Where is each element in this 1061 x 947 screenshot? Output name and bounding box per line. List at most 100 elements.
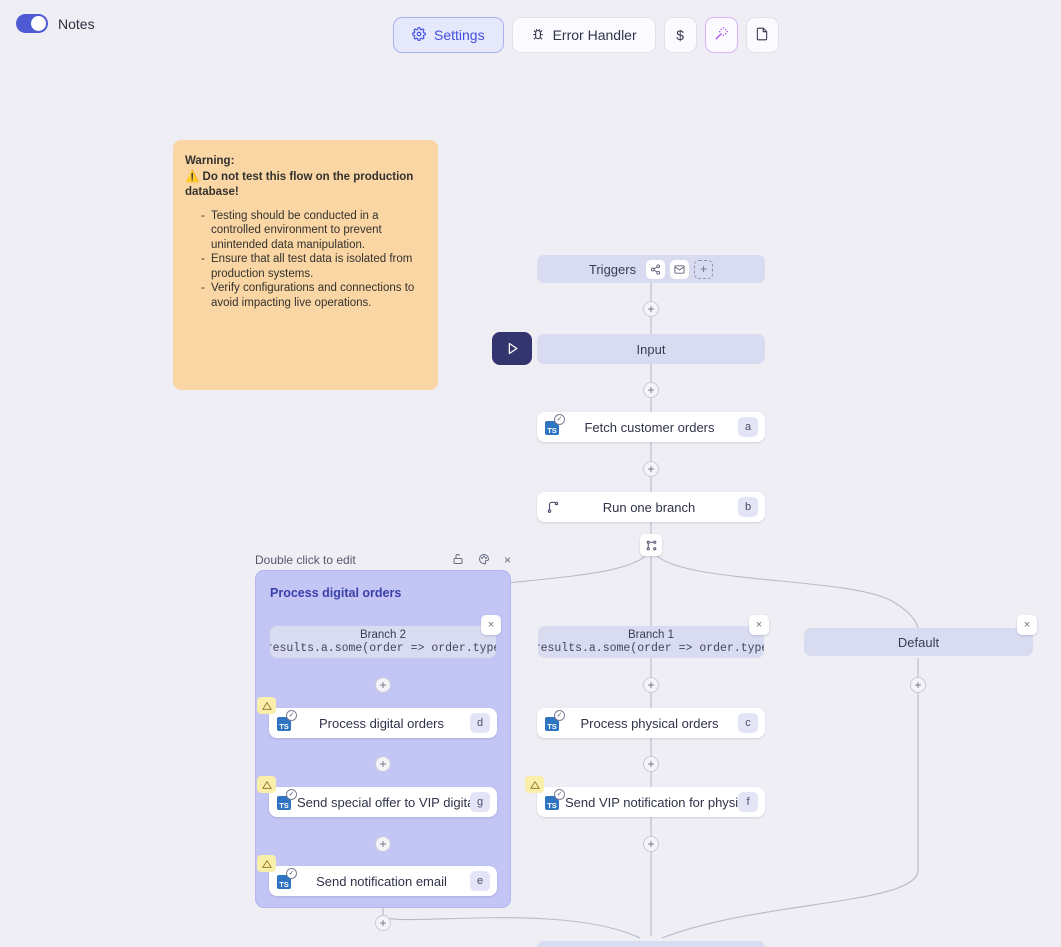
toggle-knob xyxy=(31,16,46,31)
branch-close-button[interactable]: × xyxy=(1017,615,1037,635)
settings-button[interactable]: Settings xyxy=(393,17,504,53)
note-title-line1: Warning: xyxy=(185,155,235,167)
notes-toggle[interactable] xyxy=(16,14,48,33)
document-button[interactable] xyxy=(745,17,779,53)
branch-pill-default[interactable]: Default xyxy=(804,628,1033,656)
add-step-button[interactable]: + xyxy=(375,915,391,931)
warning-note[interactable]: Warning: ⚠️ Do not test this flow on the… xyxy=(173,140,438,390)
node-process-physical-orders[interactable]: TS✓ Process physical orders c xyxy=(537,708,765,738)
note-bullet-list: Testing should be conducted in a control… xyxy=(201,209,424,311)
error-handler-label: Error Handler xyxy=(552,27,637,43)
node-label: Run one branch xyxy=(602,499,696,515)
warning-icon xyxy=(257,776,276,793)
status-badge: ✓ xyxy=(554,789,565,800)
play-icon xyxy=(508,342,517,355)
branch-name: Branch 1 xyxy=(627,628,675,641)
merge-node[interactable] xyxy=(537,941,765,947)
add-step-button[interactable]: + xyxy=(910,677,926,693)
settings-label: Settings xyxy=(434,27,485,43)
branch-name: Branch 2 xyxy=(359,628,407,641)
trigger-icons: + xyxy=(646,259,714,279)
note-title-line2: ⚠️ Do not test this flow on the producti… xyxy=(185,170,414,199)
node-tag: d xyxy=(470,713,490,733)
node-fetch-customer-orders[interactable]: TS✓ Fetch customer orders a xyxy=(537,412,765,442)
node-tag: b xyxy=(738,497,758,517)
node-send-vip-notification-physical[interactable]: TS✓ Send VIP notification for physical..… xyxy=(525,776,765,817)
branch-name: Default xyxy=(897,634,940,650)
node-label: Send special offer to VIP digital c... xyxy=(297,794,470,810)
magic-wand-icon xyxy=(714,26,729,44)
branch-close-button[interactable]: × xyxy=(749,615,769,635)
error-handler-button[interactable]: Error Handler xyxy=(511,17,656,53)
node-process-digital-orders[interactable]: TS✓ Process digital orders d xyxy=(257,697,497,738)
node-label: Process physical orders xyxy=(580,715,719,731)
status-badge: ✓ xyxy=(286,789,297,800)
triggers-label: Triggers xyxy=(588,261,637,277)
triggers-node[interactable]: Triggers + xyxy=(537,255,765,283)
warning-icon xyxy=(257,855,276,872)
add-step-button[interactable]: + xyxy=(643,836,659,852)
add-step-button[interactable]: + xyxy=(643,382,659,398)
node-label: Send notification email xyxy=(316,873,447,889)
node-label: Fetch customer orders xyxy=(584,419,715,435)
branch-condition: results.a.some(order => order.type xyxy=(270,641,496,655)
input-node[interactable]: Input xyxy=(537,334,765,364)
run-button[interactable] xyxy=(492,332,532,365)
webhook-icon[interactable] xyxy=(646,259,666,279)
node-run-one-branch[interactable]: Run one branch b xyxy=(537,492,765,522)
dollar-icon: $ xyxy=(676,27,685,43)
notes-toggle-group[interactable]: Notes xyxy=(16,14,95,33)
typescript-icon: TS✓ xyxy=(277,710,297,731)
add-step-button[interactable]: + xyxy=(643,461,659,477)
node-send-notification-email[interactable]: TS✓ Send notification email e xyxy=(257,855,497,896)
input-label: Input xyxy=(636,341,666,357)
top-toolbar: Notes Settings Error Handler $ xyxy=(0,0,1061,62)
typescript-icon: TS✓ xyxy=(545,789,565,810)
notes-label: Notes xyxy=(58,15,95,32)
add-step-button[interactable]: + xyxy=(643,677,659,693)
cost-button[interactable]: $ xyxy=(663,17,697,53)
bug-icon xyxy=(531,27,545,44)
branch-pill-2[interactable]: Branch 2 results.a.some(order => order.t… xyxy=(270,626,496,658)
node-tag: g xyxy=(470,792,490,812)
node-tag: c xyxy=(738,713,758,733)
add-step-button[interactable]: + xyxy=(375,836,391,852)
add-step-button[interactable]: + xyxy=(375,756,391,772)
group-container[interactable] xyxy=(255,570,511,908)
status-badge: ✓ xyxy=(286,710,297,721)
branch-close-button[interactable]: × xyxy=(481,615,501,635)
node-tag: a xyxy=(738,417,758,437)
add-trigger-icon[interactable]: + xyxy=(694,259,714,279)
node-tag: f xyxy=(738,792,758,812)
node-send-special-offer-vip[interactable]: TS✓ Send special offer to VIP digital c.… xyxy=(257,776,497,817)
group-edit-hint: Double click to edit xyxy=(255,553,356,567)
group-title: Process digital orders xyxy=(270,586,402,600)
group-header[interactable]: Double click to edit × xyxy=(255,551,511,569)
note-bullet: Ensure that all test data is isolated fr… xyxy=(201,252,424,281)
gear-icon xyxy=(412,26,426,44)
node-tag: e xyxy=(470,871,490,891)
note-bullet: Testing should be conducted in a control… xyxy=(201,209,424,253)
git-branch-icon xyxy=(546,500,560,514)
email-icon[interactable] xyxy=(670,259,690,279)
node-label: Process digital orders xyxy=(319,715,444,731)
status-badge: ✓ xyxy=(554,710,565,721)
branch-split-icon[interactable] xyxy=(640,534,662,556)
magic-button[interactable] xyxy=(704,17,738,53)
group-close-icon[interactable]: × xyxy=(503,552,511,567)
unlock-icon[interactable] xyxy=(452,553,464,568)
typescript-icon: TS✓ xyxy=(545,414,565,435)
branch-pill-1[interactable]: Branch 1 results.a.some(order => order.t… xyxy=(538,626,764,658)
typescript-icon: TS✓ xyxy=(545,710,565,731)
add-step-button[interactable]: + xyxy=(375,677,391,693)
group-header-icons: × xyxy=(452,553,511,568)
toolbar-buttons: Settings Error Handler $ xyxy=(393,17,779,53)
add-step-button[interactable]: + xyxy=(643,756,659,772)
add-step-button[interactable]: + xyxy=(643,301,659,317)
status-badge: ✓ xyxy=(286,868,297,879)
palette-icon[interactable] xyxy=(478,553,490,568)
document-icon xyxy=(755,27,769,44)
note-bullet: Verify configurations and connections to… xyxy=(201,281,424,310)
